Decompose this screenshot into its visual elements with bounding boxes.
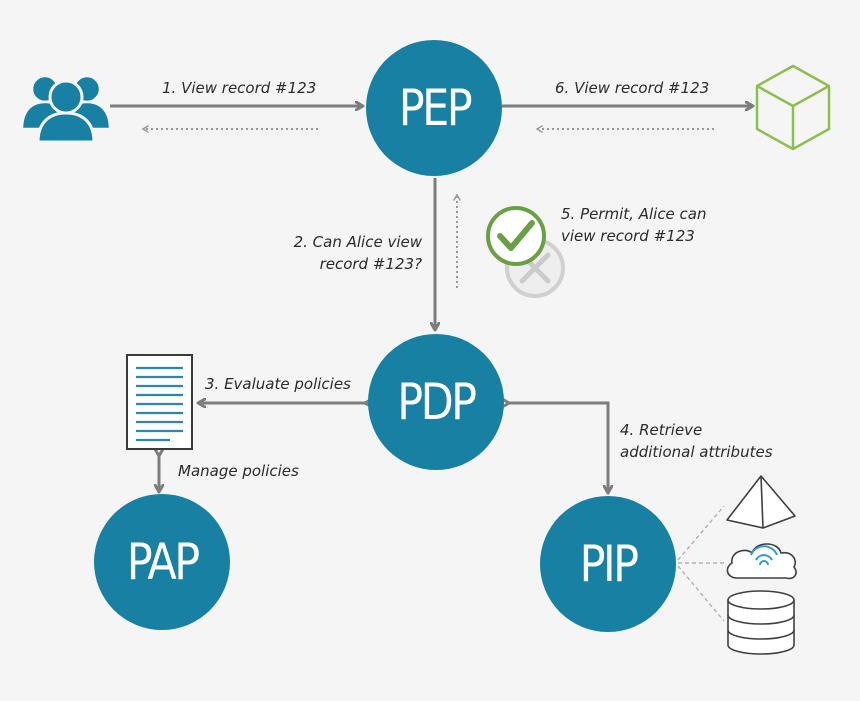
pyramid-icon [726,475,796,529]
pep-node: PEP [366,40,502,176]
step4-label-line1: 4. Retrieve [620,421,703,439]
cloud-icon [726,543,797,580]
step5-label: 5. Permit, Alice can view record #123 [561,203,707,247]
step2-label-line2: record #123? [319,255,422,273]
users-group-icon [20,74,112,144]
step3-label: 3. Evaluate policies [205,375,351,393]
document-icon [126,354,193,450]
cube-icon [755,64,831,151]
step6-label: 6. View record #123 [555,79,710,97]
pap-label: PAP [126,533,200,591]
manage-policies-label: Manage policies [178,462,299,480]
pdp-label: PDP [397,373,477,431]
pep-label: PEP [398,79,472,137]
step1-label: 1. View record #123 [162,79,317,97]
database-icon [727,590,795,655]
link-pip-pyramid [677,505,725,561]
step2-label: 2. Can Alice view record #123? [262,231,422,275]
pip-node: PIP [540,496,676,632]
link-pip-database [677,565,725,622]
step5-label-line2: view record #123 [561,227,695,245]
checkmark-circle-icon [486,206,546,266]
step4-label-line2: additional attributes [620,443,773,461]
step4-label: 4. Retrieve additional attributes [620,419,773,463]
arrow-retrieve-attributes [508,403,608,492]
pip-label: PIP [579,535,639,593]
step5-label-line1: 5. Permit, Alice can [561,205,707,223]
pap-node: PAP [94,494,230,630]
pdp-node: PDP [368,334,504,470]
step2-label-line1: 2. Can Alice view [293,233,422,251]
